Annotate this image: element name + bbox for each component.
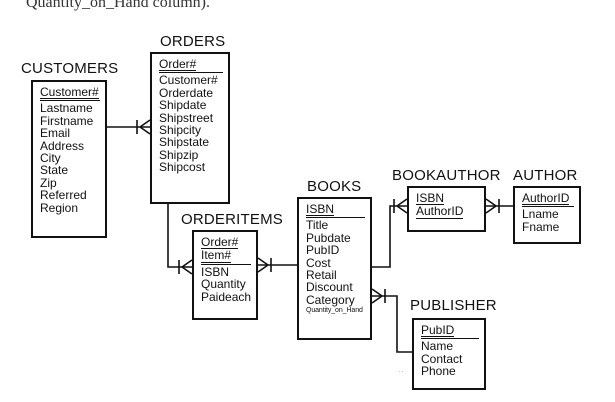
crowfoot-orderitems-book (257, 257, 272, 273)
caption-text: Quantity_on_Hand column). (26, 0, 210, 11)
field-shipcity: Shipcity (159, 123, 202, 138)
divider (421, 338, 479, 340)
field-isbn: ISBN (201, 264, 230, 279)
divider (201, 263, 251, 265)
field-retail: Retail (306, 268, 337, 283)
field-email: Email (40, 126, 71, 141)
field-lname: Lname (522, 207, 559, 222)
crowfoot-bookauthor-book (393, 198, 408, 214)
field-discount: Discount (306, 280, 353, 295)
field-isbn: ISBN (306, 202, 335, 217)
field-pubid: PubID (306, 243, 340, 258)
field-lastname: Lastname (40, 101, 93, 116)
divider (40, 100, 100, 102)
entity-books-title: BOOKS (307, 178, 362, 195)
divider (522, 206, 574, 208)
field-orderdate: Orderdate (159, 85, 214, 100)
entity-orderitems: Order# Item# ISBN Quantity Paideach (192, 230, 258, 320)
field-shipzip: Shipzip (159, 147, 199, 162)
entity-orders-title: ORDERS (160, 33, 226, 50)
field-customer-id: Customer# (40, 85, 99, 100)
entity-orderitems-title: ORDERITEMS (181, 211, 284, 228)
field-firstname: Firstname (40, 113, 94, 128)
entity-books: ISBN Title Pubdate PubID Cost Retail Dis… (297, 197, 372, 340)
field-order-id: Order# (159, 57, 197, 72)
field-paideach: Paideach (201, 289, 252, 304)
field-address: Address (40, 138, 85, 153)
entity-author-title: AUTHOR (513, 167, 578, 184)
entity-publisher: PubID Name Contact Phone (412, 318, 486, 390)
entity-publisher-title: PUBLISHER (410, 297, 497, 314)
entity-customers-title: CUSTOMERS (21, 60, 119, 77)
field-name: Name (421, 339, 454, 354)
field-contact: Contact (421, 351, 463, 366)
entity-customers: Customer# Lastname Firstname Email Addre… (31, 80, 107, 238)
field-title: Title (306, 218, 329, 233)
field-category: Category (306, 292, 355, 307)
entity-bookauthor-title: BOOKAUTHOR (392, 167, 501, 184)
field-phone: Phone (421, 364, 456, 379)
crowfoot-orderitems-order (178, 259, 193, 275)
entity-author: AuthorID Lname Fname (513, 186, 581, 244)
field-author-id: AuthorID (522, 191, 570, 206)
divider (306, 217, 365, 219)
field-shipcost: Shipcost (159, 160, 206, 175)
divider (159, 72, 223, 74)
field-customer-id: Customer# (159, 73, 218, 88)
field-quantity: Quantity (201, 277, 246, 292)
crowfoot-bookauthor-author (485, 198, 500, 214)
field-shipstreet: Shipstreet (159, 110, 214, 125)
field-cost: Cost (306, 255, 331, 270)
field-item-id: Item# (201, 248, 232, 263)
field-quantity-on-hand: Quantity_on_Hand (306, 307, 363, 315)
field-city: City (40, 151, 61, 166)
field-fname: Fname (522, 219, 560, 234)
field-pubdate: Pubdate (306, 230, 351, 245)
field-state: State (40, 163, 69, 178)
rel-books-bookauthor (372, 205, 407, 268)
crowfoot-books-publisher (371, 288, 386, 304)
entity-bookauthor: ISBN AuthorID (407, 186, 486, 232)
rel-orders-orderitems (167, 204, 192, 268)
field-zip: Zip (40, 175, 57, 190)
field-region: Region (40, 200, 79, 215)
field-shipstate: Shipstate (159, 135, 210, 150)
field-author-id: AuthorID (416, 204, 464, 219)
rel-publisher-books (372, 295, 412, 353)
field-pubid: PubID (421, 323, 455, 338)
field-shipdate: Shipdate (159, 98, 207, 113)
field-isbn: ISBN (416, 191, 445, 206)
field-order-id: Order# (201, 235, 239, 250)
svg-text:. .: . . (399, 368, 403, 374)
entity-orders: Order# Customer# Orderdate Shipdate Ship… (150, 52, 230, 204)
field-referred: Referred (40, 188, 87, 203)
crowfoot-orders-customer (136, 119, 151, 135)
